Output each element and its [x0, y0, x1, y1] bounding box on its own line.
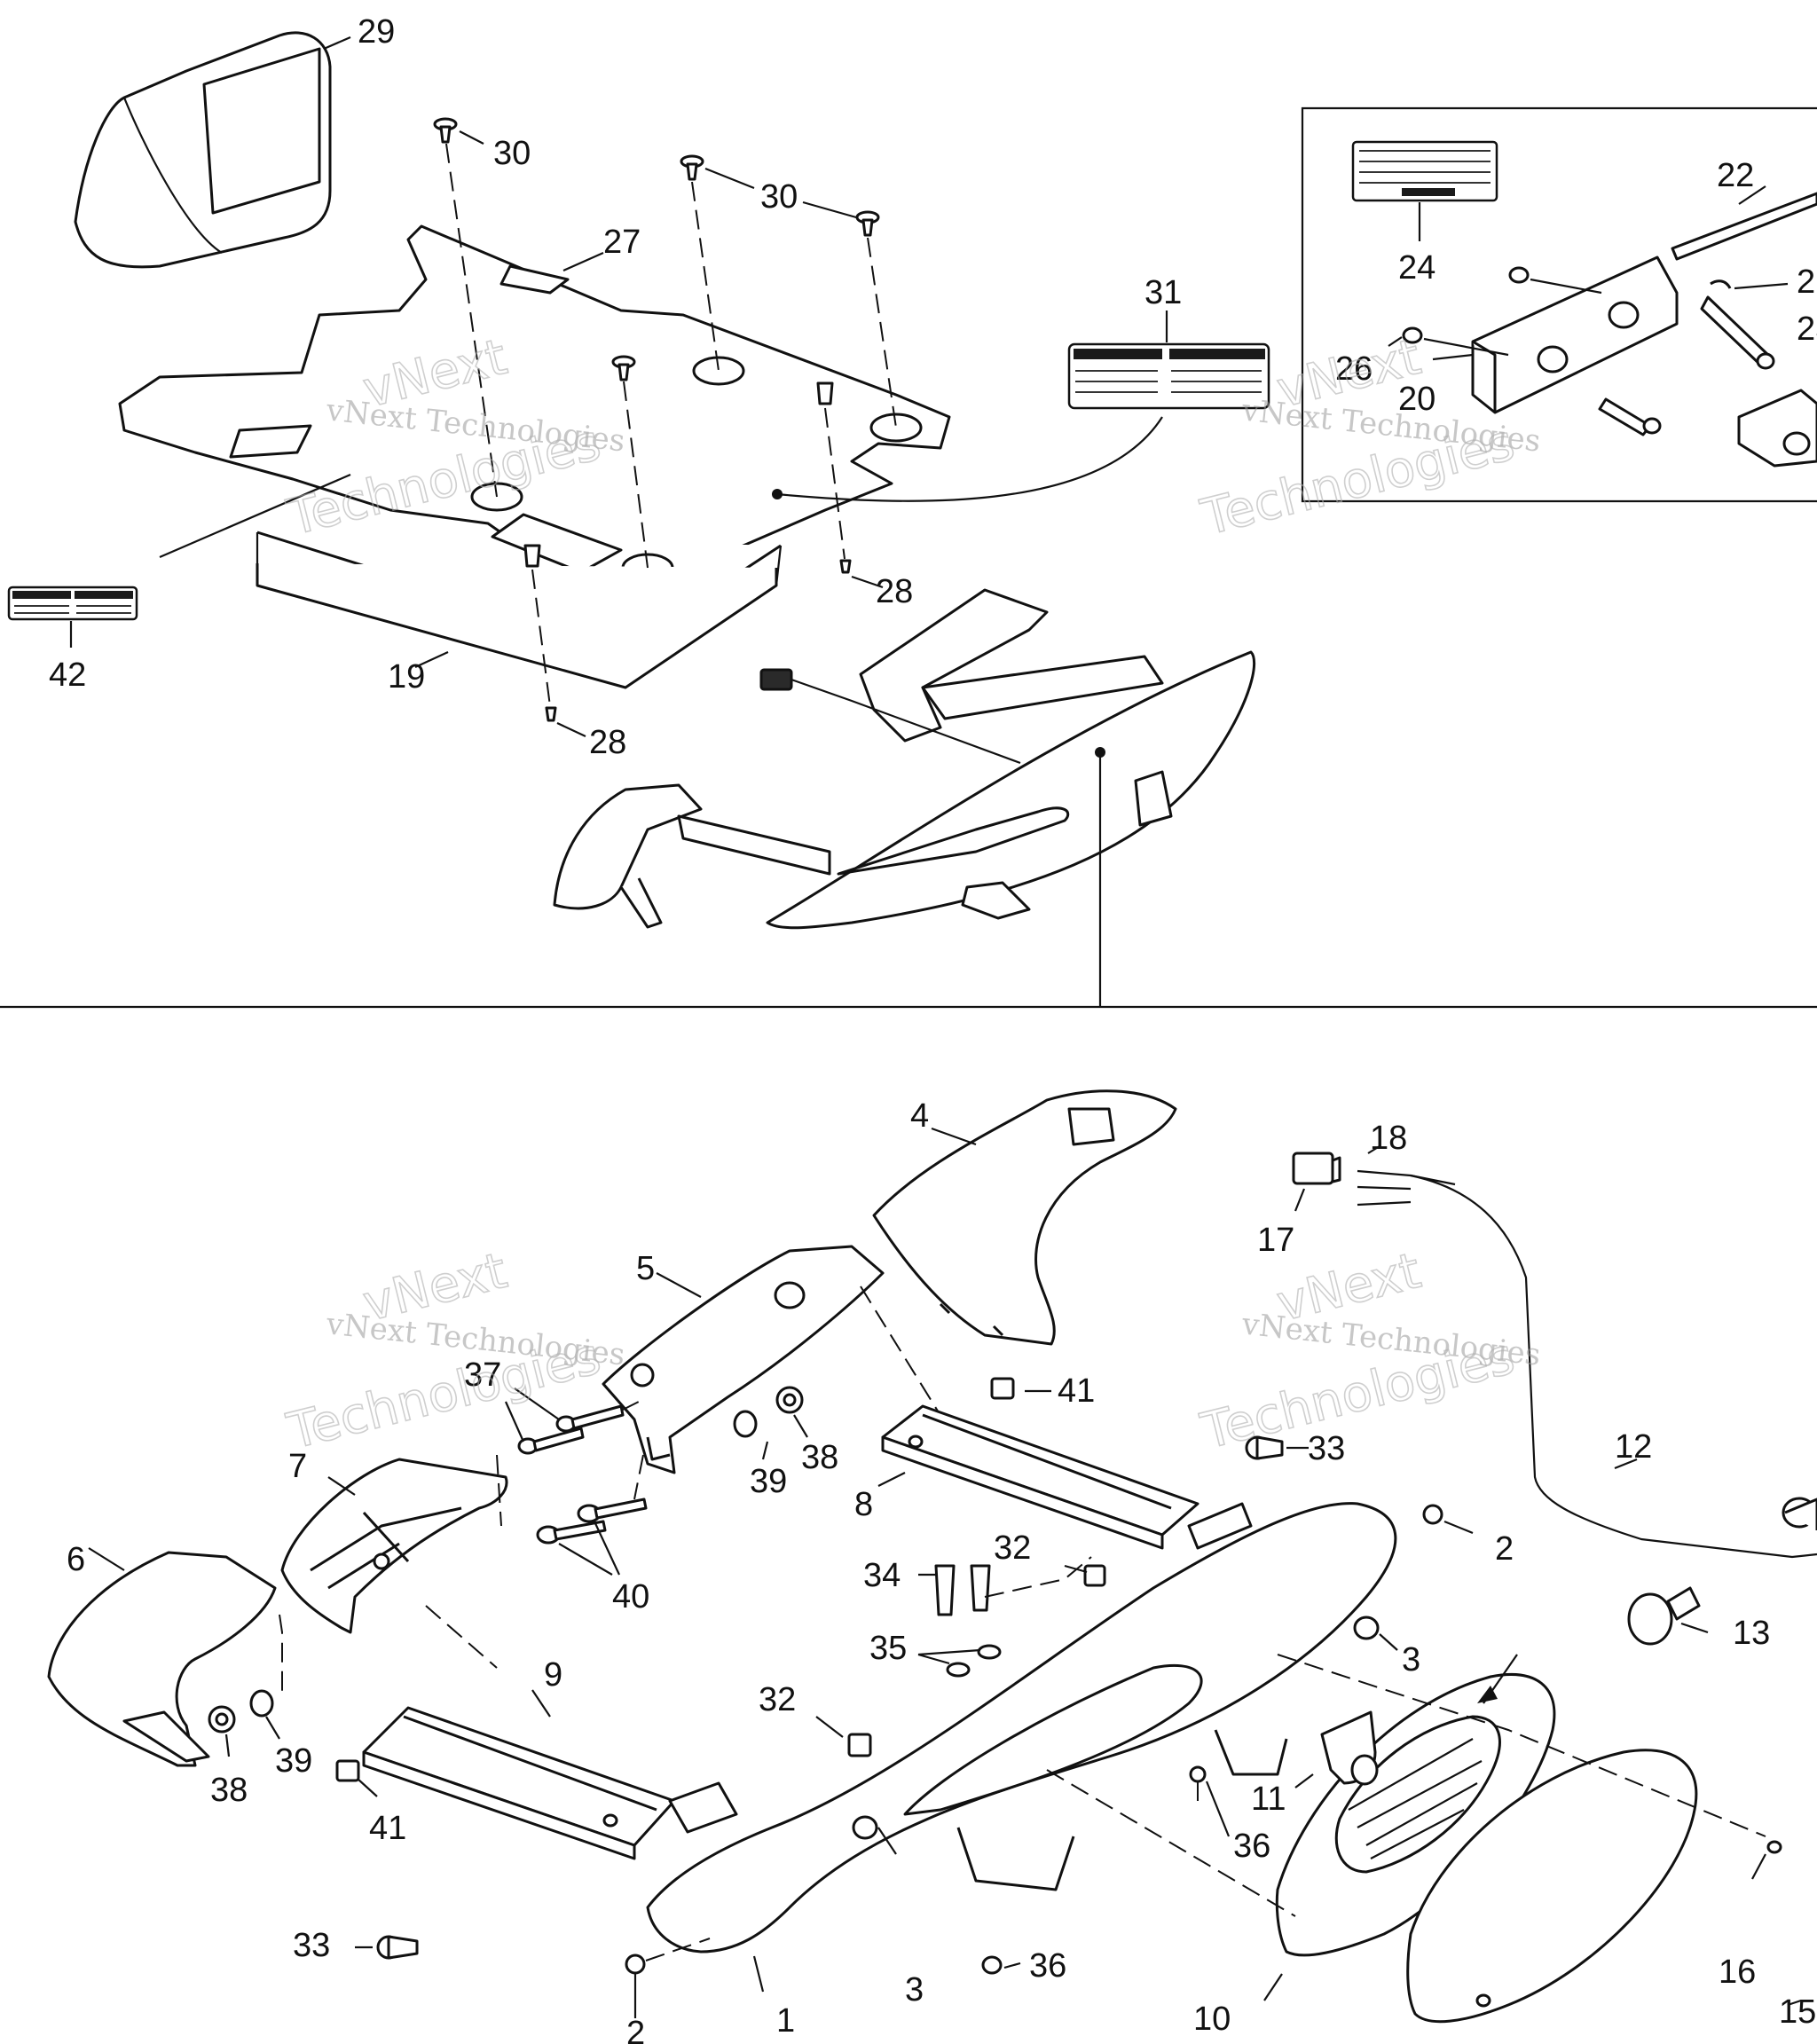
end-cap-icon [47, 1551, 277, 1767]
callout-36: 36 [1029, 1947, 1066, 1985]
callout-16: 16 [1719, 1954, 1756, 1991]
callout-3: 3 [905, 1971, 924, 2009]
callout-35: 35 [869, 1630, 907, 1667]
callout-8: 8 [854, 1486, 873, 1523]
callout-19: 19 [388, 658, 425, 696]
screw-icon [517, 1404, 625, 1455]
decal-label-icon [7, 586, 138, 621]
callout-1: 1 [776, 2002, 795, 2040]
decal-label-icon [1351, 140, 1498, 202]
connector-plug-icon [759, 668, 1021, 765]
hitch-bracket-icon [1471, 256, 1817, 468]
callout-41: 41 [369, 1810, 406, 1847]
callout-32: 32 [759, 1681, 796, 1718]
callout-23: 23 [1797, 311, 1817, 348]
rail-icon [881, 1404, 1200, 1550]
callout-15: 15 [1779, 1993, 1816, 2031]
tail-light-icon [1275, 1673, 1698, 2024]
callout-39: 39 [275, 1742, 312, 1780]
callout-38: 38 [801, 1439, 838, 1476]
base-pad-icon [256, 563, 778, 689]
callout-41: 41 [1058, 1372, 1095, 1410]
callout-38: 38 [210, 1772, 248, 1809]
callout-24: 24 [1398, 249, 1436, 287]
screw-icon [536, 1498, 648, 1545]
callout-40: 40 [612, 1578, 649, 1616]
callout-13: 13 [1733, 1615, 1770, 1652]
clip-nut-icon [335, 1377, 1015, 1782]
callout-31: 31 [1144, 274, 1182, 311]
callout-29: 29 [358, 13, 395, 51]
callout-42: 42 [49, 656, 86, 694]
callout-9: 9 [544, 1656, 562, 1694]
hitch-inset-box [1301, 106, 1817, 503]
callout-2: 2 [626, 2015, 645, 2044]
callout-11: 11 [1251, 1781, 1286, 1818]
callout-30: 30 [760, 178, 798, 216]
callout-6: 6 [67, 1541, 85, 1578]
bulb-icon [1627, 1586, 1701, 1646]
callout-33: 33 [293, 1927, 330, 1964]
seat-cushion-icon [74, 31, 332, 269]
callout-30: 30 [493, 135, 531, 172]
callout-32: 32 [994, 1529, 1031, 1567]
callout-36: 36 [1233, 1828, 1270, 1865]
decal-label-icon [1067, 342, 1270, 410]
callout-39: 39 [750, 1463, 787, 1500]
callout-21: 21 [1797, 263, 1817, 301]
clip-nut-icon [847, 1564, 1106, 1757]
mount-bracket-icon [602, 1245, 885, 1474]
nut-icon [208, 1386, 804, 1733]
rack-cover-icon [872, 1089, 1177, 1346]
callout-22: 22 [1717, 157, 1754, 194]
callout-18: 18 [1370, 1120, 1407, 1157]
callout-3: 3 [1402, 1641, 1420, 1678]
callout-17: 17 [1257, 1222, 1294, 1259]
callout-26: 26 [1335, 350, 1373, 388]
callout-5: 5 [636, 1250, 655, 1287]
callout-33: 33 [1308, 1430, 1345, 1467]
side-bracket-icon [280, 1458, 508, 1634]
rail-icon [362, 1706, 676, 1860]
luggage-rack-frame-icon [553, 588, 1256, 930]
bolt-icon [934, 1564, 1002, 1678]
callout-7: 7 [288, 1448, 307, 1485]
wiring-harness-icon [1292, 1152, 1817, 1559]
callout-27: 27 [603, 224, 641, 261]
callout-10: 10 [1193, 2001, 1231, 2038]
callout-20: 20 [1398, 381, 1436, 418]
screw-icon [376, 1435, 1443, 1975]
callout-12: 12 [1615, 1428, 1652, 1466]
callout-34: 34 [863, 1557, 901, 1594]
callout-37: 37 [464, 1356, 501, 1394]
callout-2: 2 [1495, 1530, 1514, 1568]
callout-28: 28 [876, 573, 913, 610]
bulb-socket-icon [1320, 1710, 1379, 1786]
callout-4: 4 [910, 1097, 929, 1135]
callout-numbers: 29 30 30 27 31 24 22 21 23 26 20 42 19 2… [49, 13, 1817, 2044]
rivet-icon [523, 381, 852, 722]
hitch-pin-icon [1402, 192, 1817, 436]
nut-icon [1766, 1840, 1782, 1854]
callout-28: 28 [589, 724, 626, 761]
screw-icon [433, 117, 880, 381]
